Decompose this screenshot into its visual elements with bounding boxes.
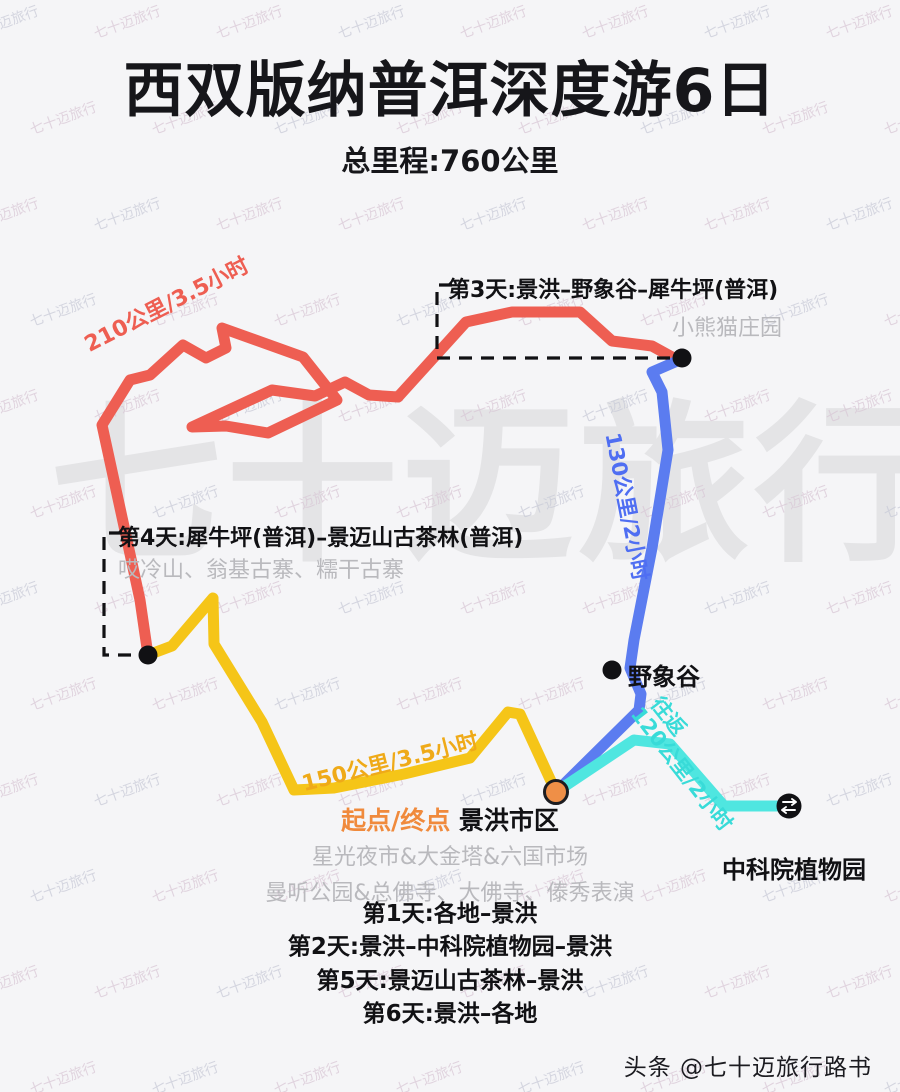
dashed-bracket-day3 — [435, 283, 682, 360]
label-day4-sub: 哎冷山、翁基古寨、糯干古寨 — [118, 558, 405, 583]
dashed-bracket-day4 — [102, 531, 148, 657]
label-day4: 第4天:犀牛坪(普洱)–景迈山古茶林(普洱) — [118, 526, 524, 551]
start-end-sub1: 星光夜市&大金塔&六国市场 — [311, 844, 589, 870]
itinerary-day-item: 第1天:各地–景洪 — [362, 901, 538, 927]
label-day3: 第3天:景洪–野象谷–犀牛坪(普洱) — [448, 278, 779, 303]
node-xiniuping — [672, 348, 692, 368]
route-blue — [550, 353, 688, 798]
header: 西双版纳普洱深度游6日 总里程:760公里 — [0, 0, 900, 180]
itinerary-day-list: 第1天:各地–景洪第2天:景洪–中科院植物园–景洪第5天:景迈山古茶林–景洪第6… — [0, 898, 900, 1031]
itinerary-day-item: 第2天:景洪–中科院植物园–景洪 — [287, 934, 613, 961]
start-end-line: 起点/终点 景洪市区 — [0, 806, 900, 837]
itinerary-day-item: 第6天:景洪–各地 — [362, 1001, 538, 1028]
total-distance-subtitle: 总里程:760公里 — [341, 144, 559, 178]
node-yexianggu — [602, 660, 622, 680]
start-end-place: 景洪市区 — [458, 806, 559, 835]
route-red — [96, 306, 688, 661]
node-jingmaishan — [138, 645, 158, 665]
footer-credit: 头条 @七十迈旅行路书 — [623, 1055, 872, 1081]
node-botanical-garden — [776, 793, 802, 819]
itinerary-day-item: 第5天:景迈山古茶林–景洪 — [316, 967, 584, 994]
footer: 头条 @七十迈旅行路书 — [0, 1048, 900, 1082]
route-yellow — [142, 592, 562, 798]
start-end-sub2: 曼听公园&总佛寺、大佛寺、傣秀表演 — [265, 880, 635, 906]
label-day3-sub: 小熊猫庄园 — [672, 316, 783, 341]
start-end-block: 起点/终点 景洪市区 星光夜市&大金塔&六国市场 曼听公园&总佛寺、大佛寺、傣秀… — [0, 806, 900, 909]
node-start-end — [543, 779, 569, 805]
label-node-botanical-garden: 中科院植物园 — [722, 856, 866, 884]
route-cyan — [550, 734, 795, 812]
start-end-keyword: 起点/终点 — [341, 806, 451, 835]
page-title: 西双版纳普洱深度游6日 — [123, 56, 777, 126]
label-node-yexianggu: 野象谷 — [628, 663, 700, 691]
